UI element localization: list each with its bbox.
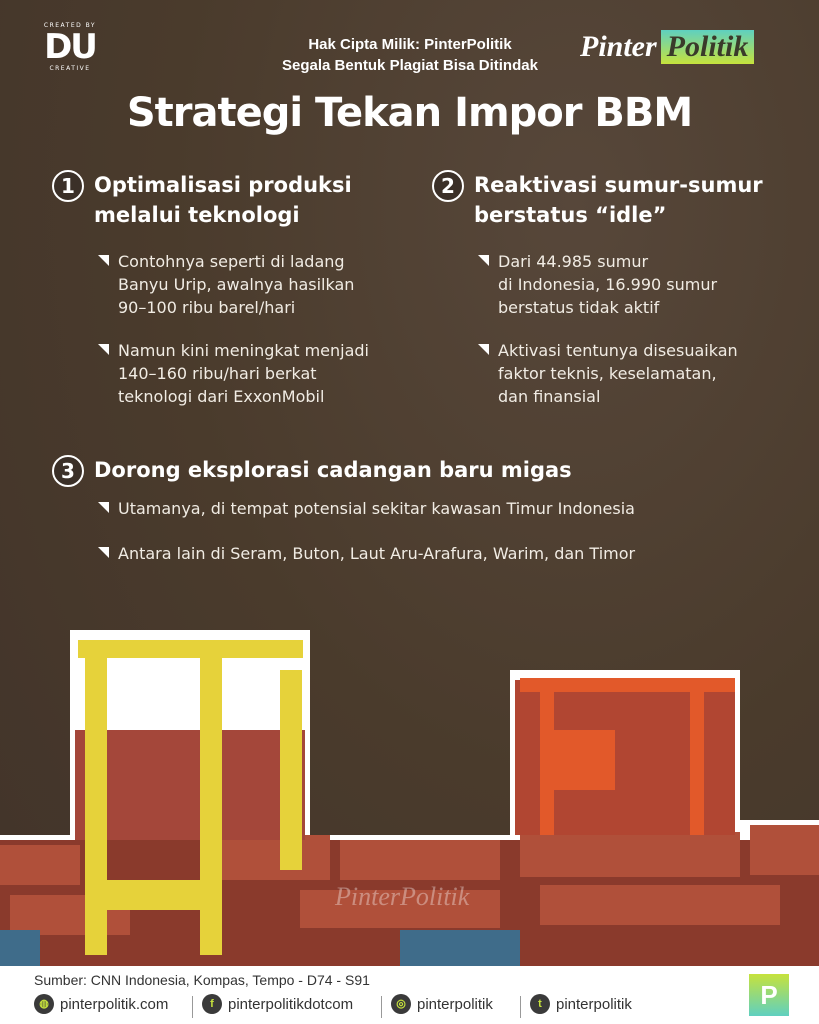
website-link[interactable]: ◍pinterpolitik.com <box>34 994 168 1014</box>
section-number: 2 <box>432 170 464 202</box>
section-3: 3 Dorong eksplorasi cadangan baru migas … <box>52 455 772 565</box>
brand-pinter: Pinter <box>580 30 657 63</box>
port-containers-illustration: PinterPolitik <box>0 630 819 966</box>
brand-politik: Politik <box>660 30 755 64</box>
footer: Sumber: CNN Indonesia, Kompas, Tempo - D… <box>0 966 819 1024</box>
instagram-icon: ◎ <box>391 994 411 1014</box>
section-number: 1 <box>52 170 84 202</box>
copyright-line-2: Segala Bentuk Plagiat Bisa Ditindak <box>282 57 538 74</box>
bullet-item: Utamanya, di tempat potensial sekitar ka… <box>98 497 772 520</box>
du-mark: DU <box>44 27 98 67</box>
instagram-link[interactable]: ◎pinterpolitik <box>391 994 493 1014</box>
divider <box>192 996 193 1018</box>
facebook-icon: f <box>202 994 222 1014</box>
copyright-line-1: Hak Cipta Milik: PinterPolitik <box>308 36 512 53</box>
du-creative-logo: CREATED BY DU CREATIVE <box>38 22 102 72</box>
divider <box>520 996 521 1018</box>
section-number: 3 <box>52 455 84 487</box>
created-by-text: CREATED BY <box>43 22 97 29</box>
page-title: Strategi Tekan Impor BBM <box>126 90 693 136</box>
source-text: Sumber: CNN Indonesia, Kompas, Tempo - D… <box>34 972 370 988</box>
bullet-item: Antara lain di Seram, Buton, Laut Aru-Ar… <box>98 542 772 565</box>
watermark: PinterPolitik <box>334 882 470 911</box>
copyright-notice: Hak Cipta Milik: PinterPolitik Segala Be… <box>250 34 570 76</box>
twitter-icon: t <box>530 994 550 1014</box>
globe-icon: ◍ <box>34 994 54 1014</box>
divider <box>381 996 382 1018</box>
creative-text: CREATIVE <box>49 65 91 72</box>
section-heading: Dorong eksplorasi cadangan baru migas <box>94 458 572 482</box>
pinterpolitik-small-logo: P <box>749 974 789 1016</box>
